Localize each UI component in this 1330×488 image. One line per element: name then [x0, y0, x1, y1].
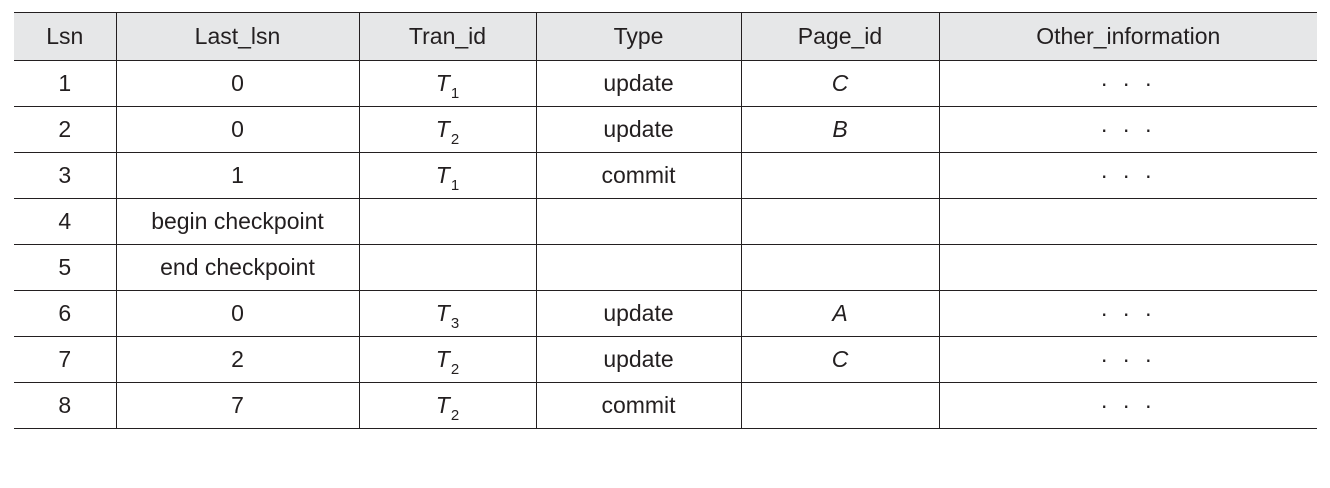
cell-lsn: 5 — [14, 244, 117, 291]
table-row: 5 end checkpoint — [14, 244, 1317, 291]
tran-id-base: T — [435, 392, 450, 418]
cell-last-lsn: begin checkpoint — [115, 198, 360, 245]
log-table: Lsn Last_lsn Tran_id Type Page_id Other_… — [14, 12, 1317, 429]
tran-id-base: T — [435, 162, 450, 188]
cell-page-id — [740, 152, 940, 199]
table-row: 8 7 T2 commit · · · — [14, 382, 1317, 429]
cell-other-information: · · · — [938, 106, 1317, 153]
cell-last-lsn: 1 — [115, 152, 360, 199]
cell-other-information: · · · — [938, 60, 1317, 107]
tran-id-subscript: 1 — [450, 177, 460, 194]
table-row: 1 0 T1 update C · · · — [14, 60, 1317, 107]
cell-tran-id: T3 — [358, 290, 537, 337]
header-last-lsn: Last_lsn — [115, 12, 360, 61]
header-other-information: Other_information — [938, 12, 1317, 61]
cell-lsn: 7 — [14, 336, 117, 383]
cell-page-id: B — [740, 106, 940, 153]
tran-id-subscript: 2 — [450, 131, 460, 148]
tran-id-subscript: 2 — [450, 361, 460, 378]
cell-page-id — [740, 244, 940, 291]
cell-type: commit — [535, 382, 742, 429]
cell-type — [535, 198, 742, 245]
cell-other-information: · · · — [938, 290, 1317, 337]
table-row: 2 0 T2 update B · · · — [14, 106, 1317, 153]
cell-tran-id: T2 — [358, 382, 537, 429]
cell-type: update — [535, 106, 742, 153]
cell-tran-id — [358, 198, 537, 245]
cell-last-lsn: 2 — [115, 336, 360, 383]
header-row: Lsn Last_lsn Tran_id Type Page_id Other_… — [14, 12, 1317, 61]
tran-id-base: T — [435, 70, 450, 96]
header-type: Type — [535, 12, 742, 61]
cell-other-information: · · · — [938, 336, 1317, 383]
cell-page-id — [740, 382, 940, 429]
cell-lsn: 6 — [14, 290, 117, 337]
cell-tran-id: T1 — [358, 60, 537, 107]
cell-last-lsn: 7 — [115, 382, 360, 429]
cell-lsn: 4 — [14, 198, 117, 245]
cell-other-information — [938, 198, 1317, 245]
cell-lsn: 8 — [14, 382, 117, 429]
tran-id-base: T — [435, 116, 450, 142]
header-tran-id: Tran_id — [358, 12, 537, 61]
header-lsn: Lsn — [14, 12, 117, 61]
cell-type — [535, 244, 742, 291]
cell-other-information: · · · — [938, 152, 1317, 199]
cell-last-lsn: 0 — [115, 60, 360, 107]
tran-id-subscript: 1 — [450, 85, 460, 102]
cell-type: update — [535, 336, 742, 383]
cell-tran-id: T2 — [358, 336, 537, 383]
cell-type: update — [535, 60, 742, 107]
cell-last-lsn: 0 — [115, 290, 360, 337]
cell-lsn: 1 — [14, 60, 117, 107]
table-row: 4 begin checkpoint — [14, 198, 1317, 245]
cell-page-id: A — [740, 290, 940, 337]
table-row: 7 2 T2 update C · · · — [14, 336, 1317, 383]
table-row: 3 1 T1 commit · · · — [14, 152, 1317, 199]
cell-tran-id: T1 — [358, 152, 537, 199]
header-page-id: Page_id — [740, 12, 940, 61]
cell-page-id: C — [740, 60, 940, 107]
tran-id-base: T — [435, 300, 450, 326]
tran-id-subscript: 2 — [450, 407, 460, 424]
cell-type: commit — [535, 152, 742, 199]
cell-page-id: C — [740, 336, 940, 383]
cell-other-information — [938, 244, 1317, 291]
cell-page-id — [740, 198, 940, 245]
cell-lsn: 3 — [14, 152, 117, 199]
cell-last-lsn: end checkpoint — [115, 244, 360, 291]
cell-tran-id — [358, 244, 537, 291]
tran-id-subscript: 3 — [450, 315, 460, 332]
tran-id-base: T — [435, 346, 450, 372]
cell-lsn: 2 — [14, 106, 117, 153]
table-row: 6 0 T3 update A · · · — [14, 290, 1317, 337]
cell-last-lsn: 0 — [115, 106, 360, 153]
cell-tran-id: T2 — [358, 106, 537, 153]
cell-other-information: · · · — [938, 382, 1317, 429]
cell-type: update — [535, 290, 742, 337]
